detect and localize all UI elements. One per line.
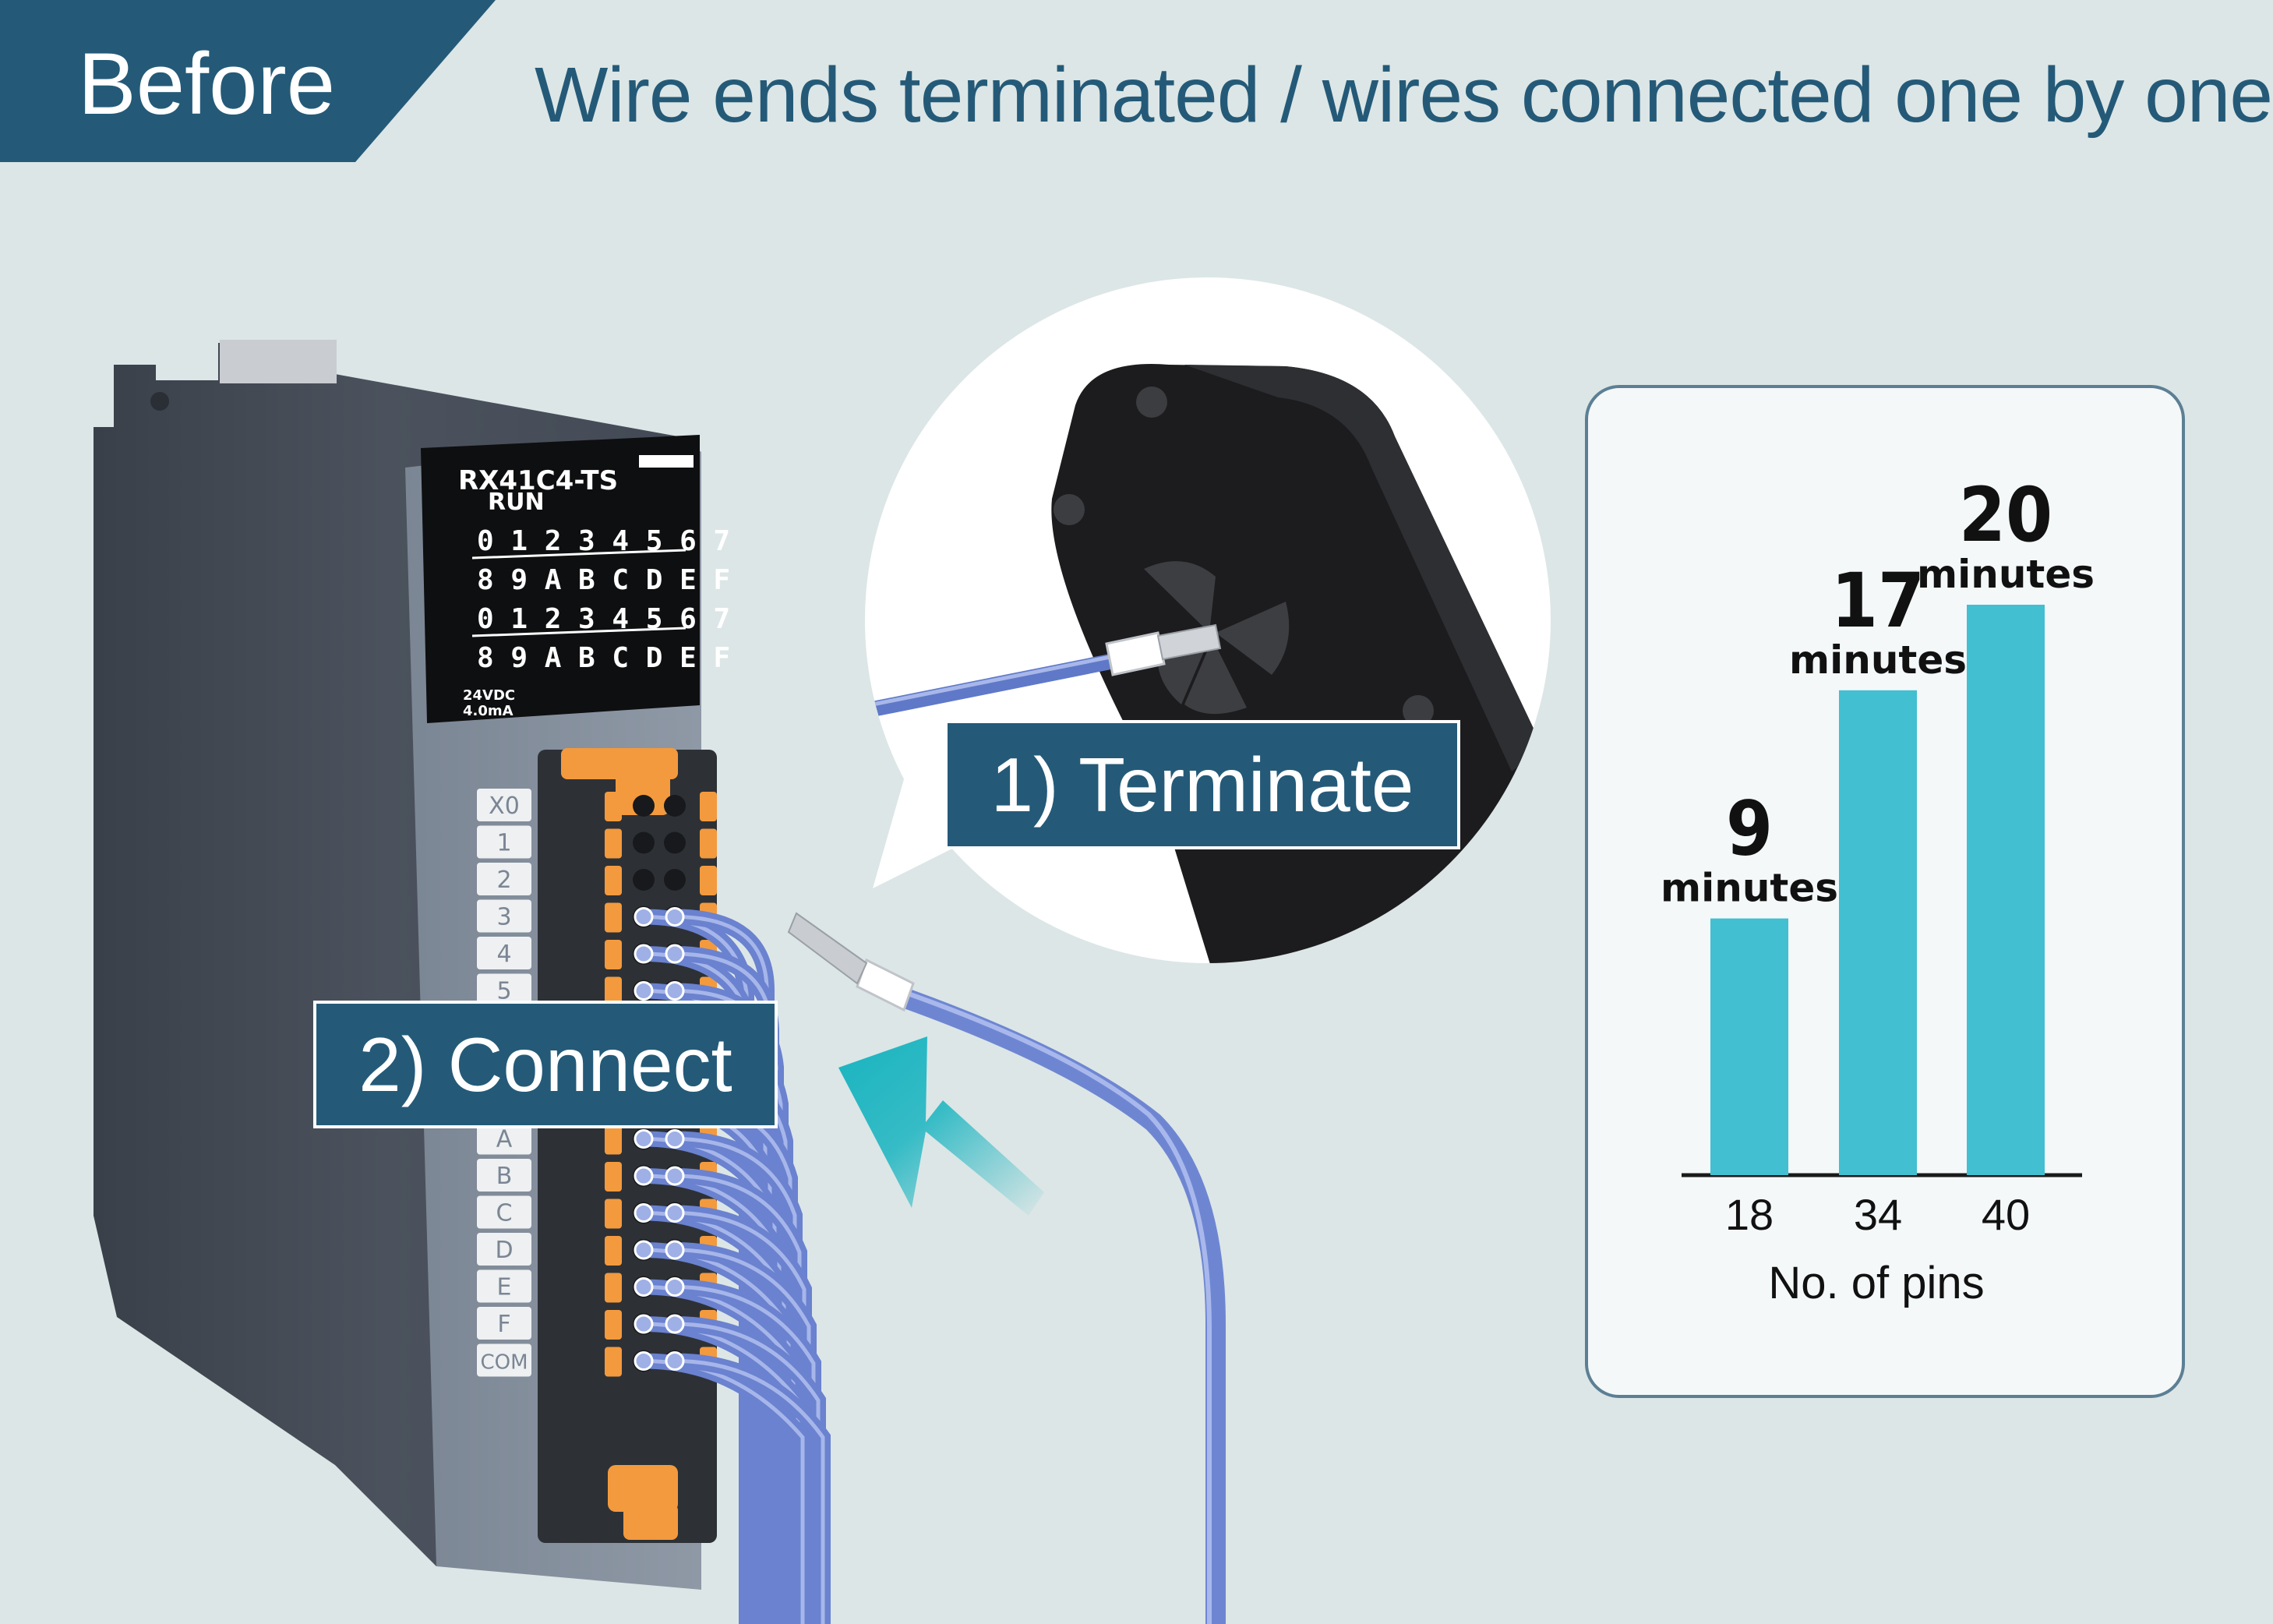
terminal-hole xyxy=(633,831,655,854)
led-panel xyxy=(421,435,700,723)
terminal-hole xyxy=(664,831,686,854)
led-row: 0 1 2 3 4 5 6 7 xyxy=(477,603,730,635)
bar-value-label: 17 xyxy=(1831,557,1925,644)
bar-value-label: 9 xyxy=(1726,786,1773,873)
bar xyxy=(1839,690,1917,1175)
terminal-label-cell xyxy=(477,1159,531,1192)
terminal-hole xyxy=(664,869,686,891)
x-axis-label: No. of pins xyxy=(1768,1258,1984,1308)
led-row: 8 9 A B C D E F xyxy=(477,564,730,596)
terminal-label-cell xyxy=(477,1269,531,1303)
terminal-label-cell xyxy=(477,863,531,895)
terminate-step-label: 1) Terminate xyxy=(944,720,1460,849)
terminal-label: 5 xyxy=(496,978,511,1005)
led-row: 8 9 A B C D E F xyxy=(477,642,730,674)
run-label: RUN xyxy=(488,489,545,516)
terminal-hole xyxy=(633,795,655,817)
terminal-label: COM xyxy=(480,1351,528,1375)
loose-wire xyxy=(787,912,1226,1624)
rating-current: 4.0mA xyxy=(463,703,514,719)
terminal-label: A xyxy=(496,1126,513,1153)
x-tick-label: 18 xyxy=(1725,1190,1774,1239)
bar-unit-label: minutes xyxy=(1789,637,1967,683)
terminal-label: D xyxy=(495,1237,513,1264)
connect-step-label: 2) Connect xyxy=(313,1001,778,1128)
terminal-label-cell xyxy=(477,899,531,933)
terminal-hole xyxy=(664,795,686,817)
terminal-label: 1 xyxy=(496,830,511,857)
bar xyxy=(1967,605,2045,1175)
terminal-label-cell xyxy=(477,1343,531,1377)
model-label: RX41C4-TS xyxy=(458,465,618,496)
terminal-label-cell xyxy=(477,789,531,821)
page-title: Wire ends terminated / wires connected o… xyxy=(535,51,2273,139)
terminal-label-cell xyxy=(477,1121,531,1155)
terminal-label: C xyxy=(496,1200,513,1227)
terminate-bubble xyxy=(865,277,1551,963)
rating-voltage: 24VDC xyxy=(463,687,515,704)
terminal-label: E xyxy=(497,1274,512,1301)
before-badge xyxy=(0,0,496,162)
led-row: 0 1 2 3 4 5 6 7 xyxy=(477,525,730,557)
terminal-label: B xyxy=(496,1163,513,1190)
terminal-label: X0 xyxy=(489,793,520,820)
bar-unit-label: minutes xyxy=(1917,552,2095,597)
wire-in-tool xyxy=(865,623,1222,717)
terminal-label: 2 xyxy=(496,867,511,894)
terminal-label-cell xyxy=(477,825,531,859)
terminal-label-cell xyxy=(477,973,531,1007)
terminal-label-cell xyxy=(477,1195,531,1229)
x-tick-label: 40 xyxy=(1982,1190,2030,1239)
connect-arrow xyxy=(838,1036,1044,1216)
terminal-label-cell xyxy=(477,937,531,969)
bar-unit-label: minutes xyxy=(1661,866,1838,911)
plc-module: RX41C4-TS RUN 0 1 2 3 4 5 6 7 8 9 A B C … xyxy=(94,340,831,1624)
terminal-label-cell xyxy=(477,1307,531,1340)
bar xyxy=(1710,918,1788,1175)
terminal-label: 4 xyxy=(496,941,511,968)
top-connector xyxy=(220,340,337,383)
bar-value-label: 20 xyxy=(1959,471,2052,559)
terminal-hole xyxy=(633,869,655,891)
terminal-label-cell xyxy=(477,1233,531,1266)
terminal-label: F xyxy=(497,1311,510,1338)
x-tick-label: 34 xyxy=(1854,1190,1902,1239)
before-badge-label: Before xyxy=(78,35,335,132)
terminal-label: 3 xyxy=(496,904,511,931)
